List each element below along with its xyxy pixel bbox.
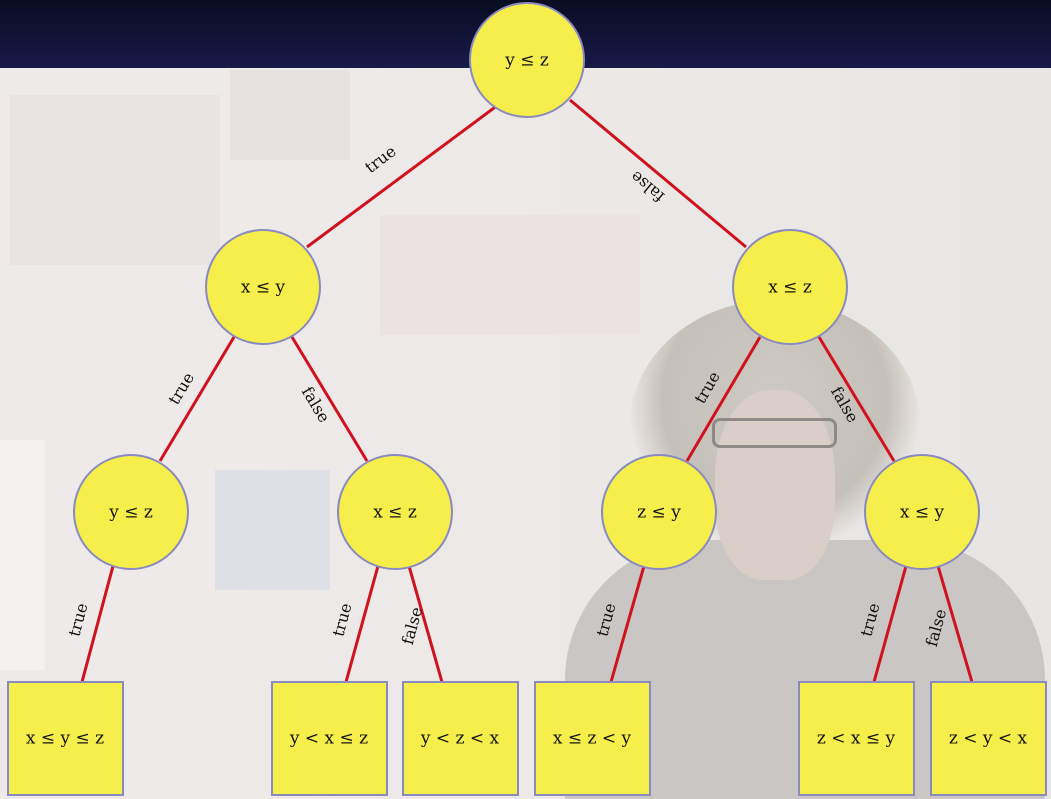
node-circle [205,229,321,345]
edge-lr-true [344,565,380,683]
leaf-box [534,681,651,796]
leaf-box [271,681,388,796]
node-label: z ≤ y [637,503,681,523]
leaf-box [402,681,519,796]
node-label: x ≤ y [241,278,286,298]
node-circle [732,229,848,345]
edge-root-false [569,98,747,249]
node-left-right: x ≤ z [337,454,453,570]
background-block [380,215,640,335]
node-label: y ≤ z [108,503,153,523]
leaf-label: z < y < x [949,729,1028,749]
node-right: x ≤ z [732,229,848,345]
leaf-box [798,681,915,796]
leaf-3: y < z < x [402,681,519,796]
leaf-label: x ≤ y ≤ z [26,729,104,749]
edge-ll-true [80,565,115,683]
node-circle [73,454,189,570]
leaf-label: z < x ≤ y [817,729,896,749]
edge-label-true: true [64,601,91,639]
node-circle [337,454,453,570]
edge-left-false [290,336,369,462]
node-left-left: y ≤ z [73,454,189,570]
leaf-2: y < x ≤ z [271,681,388,796]
node-circle [469,2,585,118]
edge-label-true: true [361,141,399,177]
edge-label-false: false [627,167,669,206]
node-label: x ≤ y [900,503,945,523]
edge-label-false: false [827,383,863,426]
edge-labels: true false true false true false true tr… [64,141,950,648]
leaf-6: z < y < x [930,681,1047,796]
edge-root-true [306,100,503,249]
edge-label-false: false [298,383,334,426]
edge-label-false: false [922,607,950,649]
edge-label-true: true [856,601,883,639]
leaf-1: x ≤ y ≤ z [7,681,124,796]
edges [80,98,974,683]
node-circle [601,454,717,570]
leaf-box [930,681,1047,796]
leaf-5: z < x ≤ y [798,681,915,796]
edge-rl-true [609,565,646,683]
edge-right-true [685,336,762,462]
leaf-box [7,681,124,796]
edge-left-true [158,336,236,462]
leaf-label: x ≤ z < y [553,729,632,749]
node-label: x ≤ z [768,278,812,298]
edge-label-true: true [690,368,723,407]
background-block [0,440,45,670]
presenter-face [715,390,835,580]
leaf-nodes: x ≤ y ≤ z y < x ≤ z y < z < x x ≤ z < y … [7,681,1047,796]
leaf-label: y < x ≤ z [289,729,368,749]
node-left: x ≤ y [205,229,321,345]
edge-label-true: true [164,369,198,408]
decision-nodes: y ≤ z x ≤ y x ≤ z y ≤ z x ≤ z z ≤ y x ≤ … [73,2,980,570]
node-circle [864,454,980,570]
presenter-glasses [712,418,837,448]
background-block [215,470,330,590]
node-right-right: x ≤ y [864,454,980,570]
leaf-label: y < z < x [420,729,500,749]
node-label: y ≤ z [504,51,549,71]
node-right-left: z ≤ y [601,454,717,570]
edge-label-true: true [328,601,355,639]
background-block [230,70,350,160]
leaf-4: x ≤ z < y [534,681,651,796]
edge-label-false: false [398,605,426,647]
edge-right-false [817,336,896,462]
edge-lr-false [407,565,444,683]
node-label: x ≤ z [373,503,417,523]
edge-rr-false [936,565,974,683]
edge-label-true: true [592,601,619,639]
edge-rr-true [872,565,908,683]
background-block [10,95,220,265]
node-root: y ≤ z [469,2,585,118]
